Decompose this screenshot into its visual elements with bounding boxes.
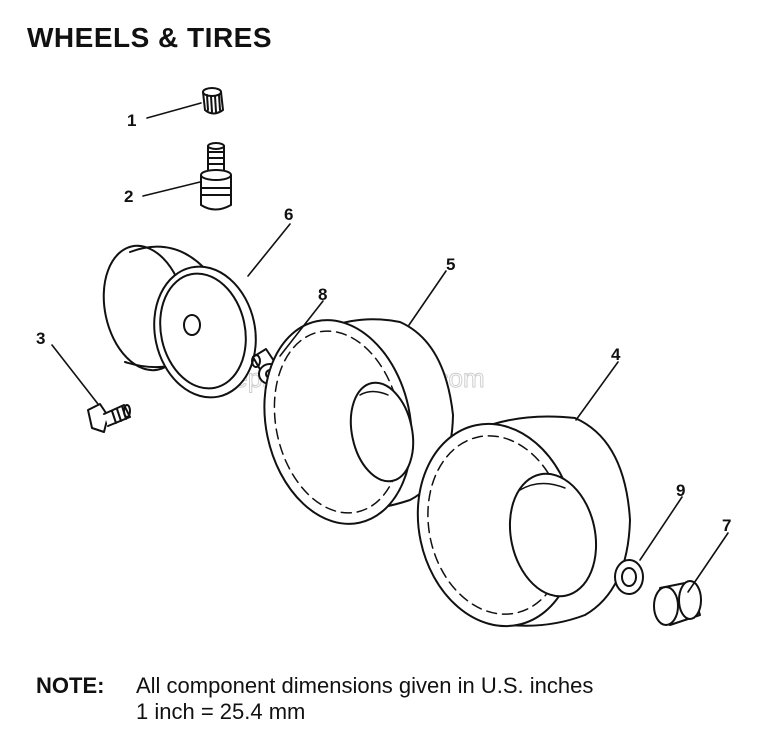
callout-8: 8 [318, 285, 327, 304]
rim-part [102, 244, 257, 399]
leader-lines [51, 102, 729, 593]
note-label: NOTE: [36, 673, 105, 698]
callout-7: 7 [722, 516, 731, 535]
dimension-note: NOTE: All component dimensions given in U… [36, 673, 593, 725]
callout-9: 9 [676, 481, 685, 500]
note-line-1: All component dimensions given in U.S. i… [136, 673, 594, 698]
callout-3: 3 [36, 329, 45, 348]
page-title: WHEELS & TIRES [27, 22, 273, 53]
callout-6: 6 [284, 205, 293, 224]
callout-1: 1 [127, 111, 136, 130]
callout-4: 4 [611, 345, 621, 364]
callout-2: 2 [124, 187, 133, 206]
tire-part-4 [416, 415, 631, 628]
callout-5: 5 [446, 255, 455, 274]
valve-cap-part [202, 87, 224, 115]
bolt-part [87, 403, 131, 433]
note-line-2: 1 inch = 25.4 mm [136, 699, 306, 724]
tire-part-5 [263, 318, 454, 525]
bushing-part [653, 580, 702, 626]
valve-stem-part [200, 142, 232, 211]
washer-part [614, 559, 644, 595]
